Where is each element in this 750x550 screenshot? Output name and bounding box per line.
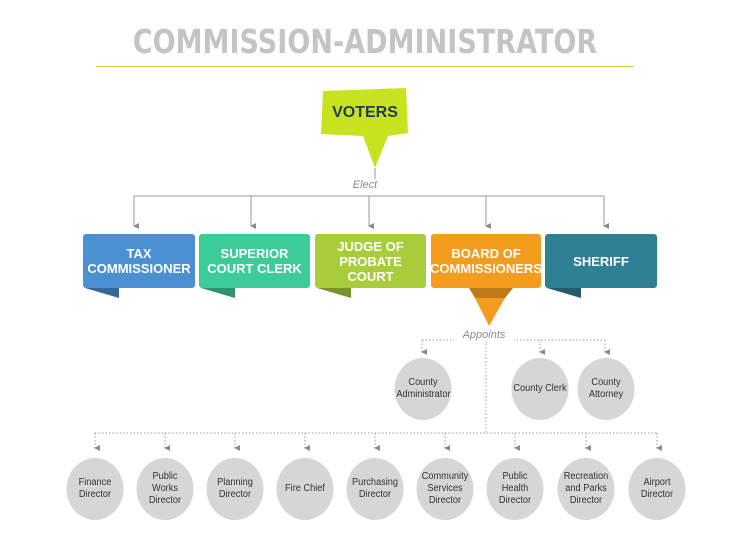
purchasing-director-node: Purchasing Director — [346, 458, 404, 520]
board-of-commissioners-box-pointer — [475, 298, 505, 326]
finance-director-node: Finance Director — [66, 458, 124, 520]
appoints-label: Appoints — [454, 329, 514, 341]
community-services-director-node: Community Services Director — [416, 458, 474, 520]
board-of-commissioners-box-fold — [469, 288, 513, 298]
node-label: County Administrator — [396, 377, 451, 400]
voters-box — [321, 88, 408, 168]
tax-commissioner-box-tail — [85, 288, 119, 298]
node-label: Planning Director — [217, 477, 253, 500]
sheriff-box-tail — [547, 288, 581, 298]
board-of-commissioners-box — [431, 234, 541, 288]
node-label: Public Health Director — [498, 471, 532, 506]
board-of-commissioners-label: BOARD OF COMMISSIONERS — [430, 246, 542, 276]
county-administrator-node: County Administrator — [394, 358, 452, 420]
node-label: Finance Director — [78, 477, 112, 500]
fire-chief-node: Fire Chief — [276, 458, 334, 520]
node-label: Community Services Director — [421, 471, 469, 506]
recreation-parks-director-node: Recreation and Parks Director — [557, 458, 615, 520]
node-label: County Clerk — [513, 383, 567, 394]
node-label: Public Works Director — [148, 471, 182, 506]
superior-court-clerk-box — [199, 234, 310, 288]
judge-of-probate-court-box — [315, 234, 426, 288]
node-label: Fire Chief — [285, 483, 325, 494]
title-underline — [96, 66, 634, 67]
tax-commissioner-label: TAX COMMISSIONER — [87, 246, 191, 276]
node-label: County Attorney — [588, 377, 624, 400]
node-label: Recreation and Parks Director — [563, 471, 609, 506]
public-health-director-node: Public Health Director — [486, 458, 544, 520]
sheriff-box — [545, 234, 657, 288]
node-label: Airport Director — [640, 477, 674, 500]
chart-title: COMMISSION-ADMINISTRATOR — [132, 22, 598, 61]
superior-court-clerk-box-tail — [201, 288, 235, 298]
judge-of-probate-court-box-tail — [317, 288, 351, 298]
planning-director-node: Planning Director — [206, 458, 264, 520]
tax-commissioner-box — [83, 234, 195, 288]
judge-of-probate-court-label: JUDGE OF PROBATE COURT — [337, 238, 404, 284]
county-clerk-node: County Clerk — [511, 358, 569, 420]
elect-label: Elect — [352, 179, 378, 191]
county-attorney-node: County Attorney — [577, 358, 635, 420]
airport-director-node: Airport Director — [628, 458, 686, 520]
voters-label: VOTERS — [332, 103, 398, 121]
public-works-director-node: Public Works Director — [136, 458, 194, 520]
node-label: Purchasing Director — [351, 477, 399, 500]
sheriff-label: SHERIFF — [573, 253, 629, 269]
superior-court-clerk-label: SUPERIOR COURT CLERK — [207, 246, 302, 276]
